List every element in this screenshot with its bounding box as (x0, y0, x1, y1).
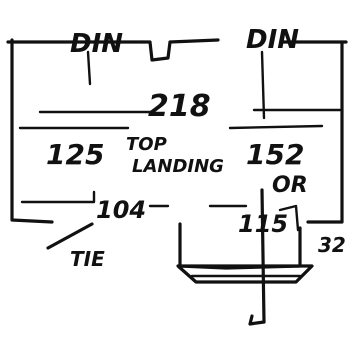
right-wall (306, 40, 344, 224)
left-span-dimension: 125 (46, 138, 104, 171)
landing-box (178, 222, 302, 270)
din-right-label: DIN (246, 25, 299, 55)
corner-dimension: 32 (318, 233, 346, 257)
right-span-dimension: 152 (246, 138, 304, 171)
lower-left-bracket (20, 190, 96, 204)
lower-right-dimension: 115 (238, 210, 288, 238)
lower-right-wall (278, 204, 300, 232)
top-landing-line2: LANDING (132, 156, 224, 177)
top-landing-line1: TOP (126, 134, 167, 155)
stair-trapezoid (176, 264, 314, 284)
left-wall (10, 38, 54, 224)
arrow-foot-icon (248, 314, 266, 326)
lower-left-dimension: 104 (96, 196, 146, 224)
tie-label: TIE (70, 247, 105, 271)
din-left-label: DIN (70, 29, 123, 59)
center-vertical (260, 188, 266, 324)
overall-dimension: 218 (148, 89, 211, 124)
din-right-door-line (260, 50, 266, 120)
din-left-door-line (86, 50, 92, 86)
top-notch (140, 38, 220, 62)
mid-line-lower-right (228, 124, 324, 130)
or-label: OR (272, 173, 308, 198)
tie-slash (46, 222, 94, 250)
